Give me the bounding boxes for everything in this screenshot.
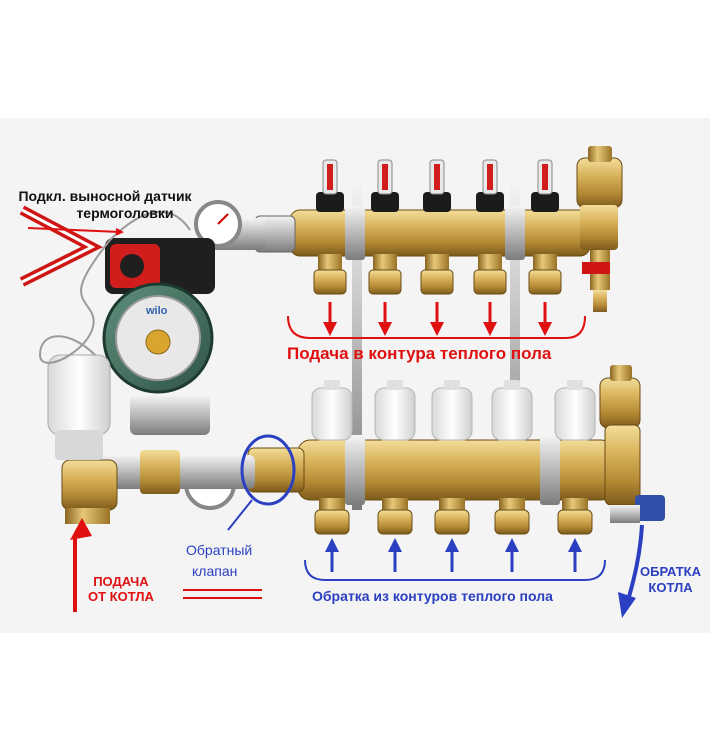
- thermal-head[interactable]: [431, 380, 473, 441]
- boiler-return-label-line1: ОБРАТКА: [640, 564, 701, 579]
- return-flow-arrow: [388, 538, 402, 572]
- return-manifold: [247, 435, 614, 505]
- return-flow-arrow: [325, 538, 339, 572]
- flowmeter[interactable]: [371, 159, 399, 212]
- check-valve-pointer: [227, 499, 253, 531]
- sensor-label: Подкл. выносной датчик термоголовки: [10, 188, 200, 222]
- return-bracket: [304, 559, 606, 581]
- supply-outlet-group: [313, 254, 562, 295]
- flowmeter[interactable]: [476, 159, 504, 212]
- return-outlet: [314, 498, 350, 535]
- supply-arrow-group: [323, 302, 552, 336]
- sensor-label-line1: Подкл. выносной датчик: [18, 188, 192, 204]
- boiler-return-label-line2: КОТЛА: [648, 580, 693, 595]
- air-vent-top: [576, 146, 623, 312]
- return-outlet: [434, 498, 470, 535]
- sensor-arrow: [27, 227, 124, 236]
- boiler-supply-label-line2: ОТ КОТЛА: [88, 589, 154, 604]
- check-valve-label: Обратный клапан: [186, 540, 252, 582]
- supply-outlet: [473, 254, 507, 295]
- supply-flow-arrow: [483, 302, 497, 336]
- supply-outlet: [368, 254, 402, 295]
- supply-outlet: [528, 254, 562, 295]
- thermal-head[interactable]: [311, 380, 353, 441]
- thermal-head[interactable]: [374, 380, 416, 441]
- return-outlet-group: [314, 498, 593, 535]
- sensor-chevron: [19, 205, 103, 287]
- thermal-head-group: [311, 380, 596, 441]
- pump-group: wilo: [38, 200, 265, 524]
- return-outlet: [557, 498, 593, 535]
- supply-outlet: [420, 254, 454, 295]
- boiler-return-label: ОБРАТКА КОТЛА: [640, 564, 701, 596]
- return-outlet: [494, 498, 530, 535]
- boiler-return-arrow: [626, 524, 644, 601]
- thermo-head-left: [47, 354, 111, 436]
- return-flow-arrow: [445, 538, 459, 572]
- boiler-supply-label: ПОДАЧА ОТ КОТЛА: [88, 574, 154, 604]
- supply-bracket: [287, 315, 586, 339]
- flowmeter[interactable]: [316, 159, 344, 212]
- mounting-brackets: [352, 180, 520, 510]
- return-circuits-label: Обратка из контуров теплого пола: [312, 588, 553, 604]
- return-outlet: [377, 498, 413, 535]
- flowmeter-group: [316, 159, 559, 212]
- check-valve-label-line1: Обратный: [186, 542, 253, 558]
- flowmeter[interactable]: [423, 159, 451, 212]
- thermal-head[interactable]: [554, 380, 596, 441]
- supply-flow-arrow: [538, 302, 552, 336]
- thermal-head[interactable]: [491, 380, 533, 441]
- return-flow-arrow: [568, 538, 582, 572]
- supply-manifold: [254, 206, 591, 260]
- supply-flow-arrow: [430, 302, 444, 336]
- supply-circuits-label: Подача в контура теплого пола: [287, 344, 552, 363]
- return-arrow-group: [325, 538, 582, 572]
- supply-flow-arrow: [378, 302, 392, 336]
- check-valve-label-line2: клапан: [192, 563, 238, 579]
- supply-outlet: [313, 254, 347, 295]
- supply-flow-arrow: [323, 302, 337, 336]
- pump-brand: wilo: [145, 305, 168, 317]
- boiler-supply-label-line1: ПОДАЧА: [93, 574, 149, 589]
- sensor-label-line2: термоголовки: [76, 205, 174, 221]
- boiler-return-arrowhead: [618, 592, 636, 618]
- air-vent-bottom: [599, 365, 665, 523]
- check-valve-circle: [240, 434, 296, 506]
- return-flow-arrow: [505, 538, 519, 572]
- flowmeter[interactable]: [531, 159, 559, 212]
- boiler-supply-arrowhead: [70, 518, 92, 540]
